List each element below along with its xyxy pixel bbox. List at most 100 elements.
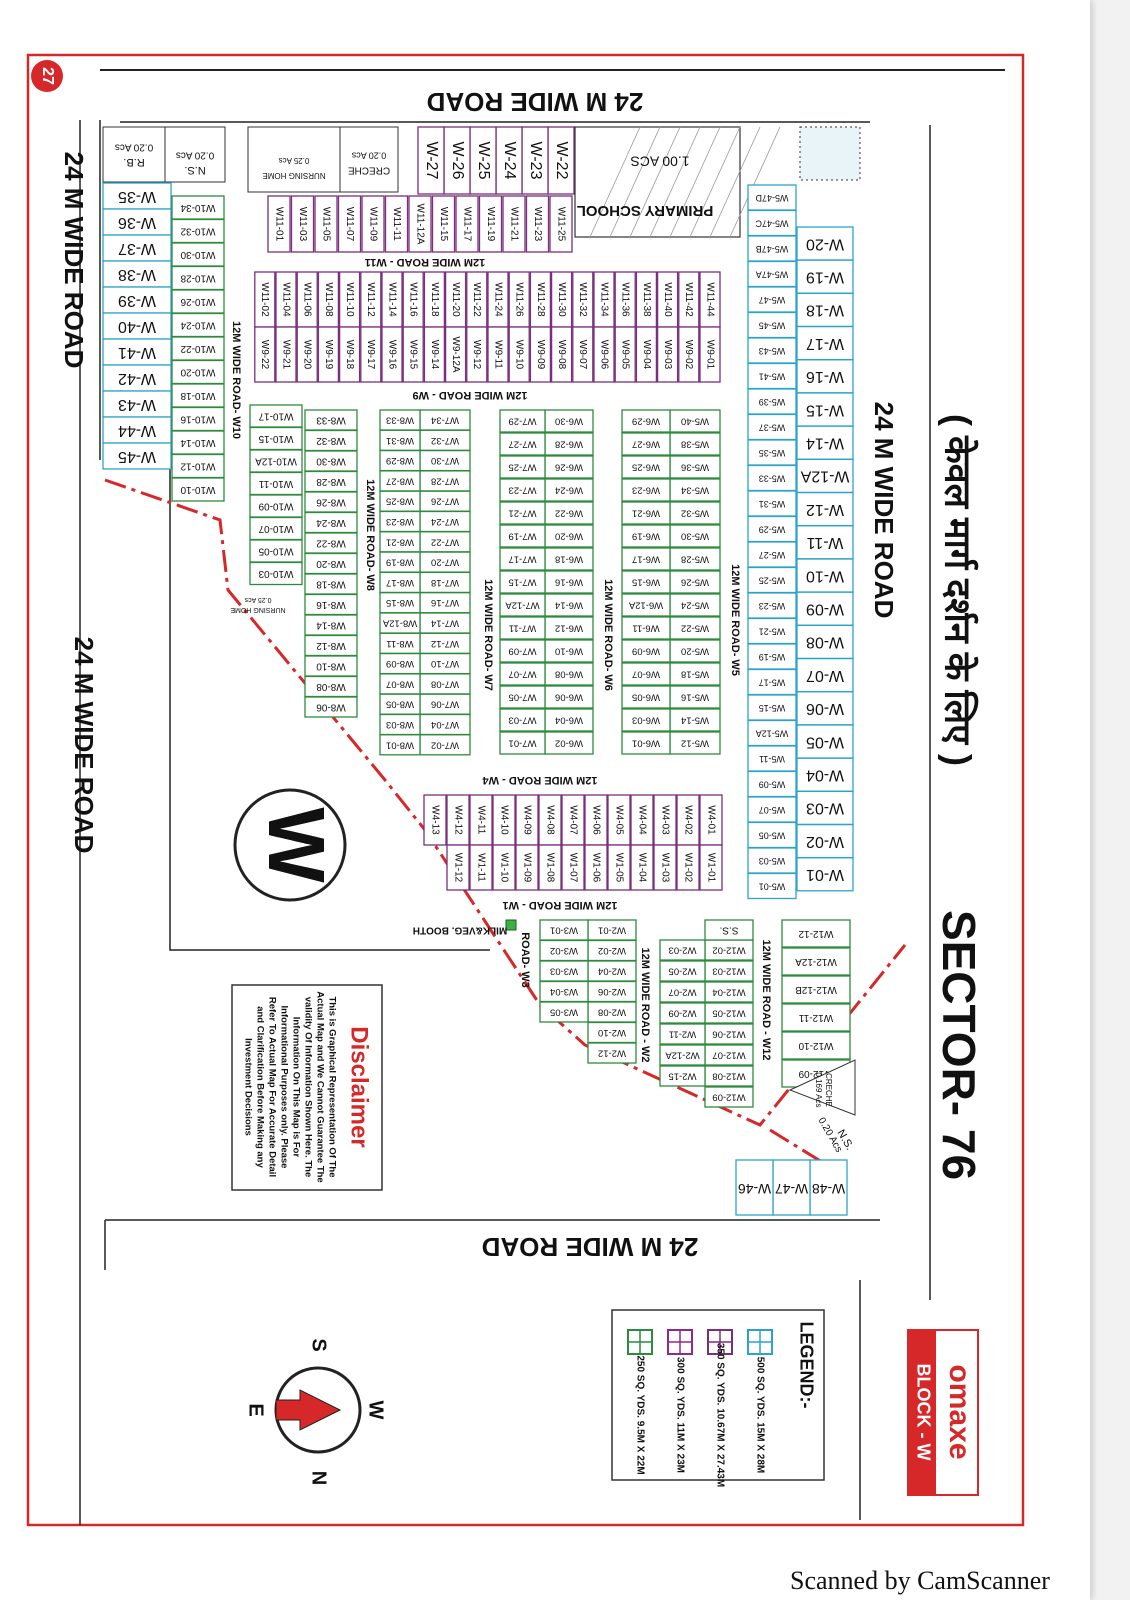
- plot-w10-15: W10-15: [258, 433, 293, 444]
- rb-area: 0.20 Acs: [115, 141, 153, 152]
- plot-w6-05-box: [621, 685, 671, 709]
- plot-w-09-box: [796, 591, 854, 626]
- plot-w6-22: W6-22: [555, 507, 583, 518]
- plot-w7-03-box: [499, 708, 546, 732]
- plot-w5-22: W5-22: [681, 622, 709, 633]
- plot-w7-20: W7-20: [431, 557, 459, 568]
- plot-w6-17: W6-17: [632, 553, 660, 564]
- hatch-line: [609, 126, 661, 238]
- plot-w1-07: W1-07: [567, 853, 578, 883]
- plot-w11-17: W11-17: [461, 207, 472, 242]
- legend-swatch-2: [707, 1329, 733, 1355]
- plot-w11-12a: W11-12A: [414, 204, 425, 245]
- plot-w-14: W-14: [806, 434, 844, 451]
- hatch-line: [589, 126, 641, 238]
- plot-w5-35-box: [747, 439, 797, 466]
- rb-label: R.B.: [123, 156, 144, 168]
- primary-school-box: [574, 126, 741, 238]
- plot-w8-24: W8-24: [316, 517, 346, 528]
- plot-w-27-box: [417, 126, 445, 195]
- creche-bottom-label: CRECHE: [824, 1073, 833, 1107]
- plot-w4-03: W4-03: [659, 805, 670, 835]
- plot-w1-12-box: [446, 844, 470, 891]
- plot-w5-45: W5-45: [759, 321, 786, 331]
- plot-w7-01: W7-01: [509, 737, 537, 748]
- plot-w11-20: W11-20: [450, 282, 461, 317]
- plot-w7-05: W7-05: [509, 691, 537, 702]
- plot-w5-39-box: [747, 388, 797, 415]
- plot-w5-21-box: [747, 617, 797, 645]
- plot-w7-12a-box: [499, 593, 546, 617]
- plot-w-07-box: [796, 657, 854, 693]
- road-w9: 12M WIDE ROAD - W9: [413, 389, 528, 401]
- plot-w-12: W-12: [806, 501, 844, 518]
- plot-w5-38: W5-38: [681, 438, 709, 449]
- plot-w4-13: W4-13: [429, 805, 440, 835]
- plot-w10-34: W10-34: [180, 202, 215, 213]
- plot-w10-14: W10-14: [180, 437, 215, 448]
- road-label-right: 24 M WIDE ROAD: [869, 402, 899, 619]
- plot-w2-12-box: [587, 1042, 637, 1064]
- plot-w-12a-box: [796, 458, 854, 494]
- plot-w1-11-box: [469, 844, 493, 891]
- plot-w11-06: W11-06: [302, 282, 313, 317]
- plot-w8-31: W8-31: [386, 435, 414, 446]
- plot-w8-22: W8-22: [316, 537, 346, 548]
- plot-w8-27: W8-27: [386, 475, 414, 486]
- plot-w5-15-box: [747, 694, 797, 721]
- plot-w9-16: W9-16: [386, 340, 397, 370]
- plot-w11-11: W11-11: [391, 207, 402, 241]
- plot-w9-20-box: [296, 326, 318, 383]
- plot-w12-02: W12-02: [712, 944, 745, 955]
- plot-w9-19: W9-19: [323, 340, 334, 370]
- plot-w7-22: W7-22: [431, 536, 459, 547]
- plot-w11-23-box: [525, 195, 550, 253]
- plot-w8-20: W8-20: [316, 558, 346, 569]
- plot-w10-11: W10-11: [258, 478, 293, 489]
- plot-w7-15-box: [499, 570, 546, 594]
- plot-w-35-box: [102, 182, 172, 210]
- plot-w12-12-box: [781, 919, 851, 948]
- plot-w-18: W-18: [806, 302, 844, 319]
- plot-w1-09-box: [515, 844, 539, 891]
- hatch-line: [729, 126, 781, 238]
- plot-w12-07: W12-07: [712, 1049, 745, 1060]
- plot-w8-23: W8-23: [386, 516, 414, 527]
- plot-w12-03: W12-03: [712, 965, 745, 976]
- plot-w-10: W-10: [806, 567, 844, 584]
- plot-w5-15: W5-15: [759, 703, 786, 713]
- plot-w9-11-box: [487, 326, 509, 383]
- dotted-open-area: [799, 126, 861, 181]
- plot-w5-41: W5-41: [759, 372, 786, 382]
- plot-w5-35: W5-35: [759, 448, 786, 458]
- plot-w5-03: W5-03: [759, 856, 786, 866]
- plot-w1-05-box: [607, 844, 631, 891]
- plot-w9-07: W9-07: [577, 340, 588, 370]
- road-w2: 12M WIDE ROAD - W2: [639, 948, 651, 1063]
- plot-w4-09: W4-09: [521, 805, 532, 835]
- plot-w5-21: W5-21: [759, 627, 786, 637]
- plot-w4-06: W4-06: [590, 805, 601, 835]
- plot-w6-01: W6-01: [632, 737, 660, 748]
- plot-w6-07: W6-07: [632, 668, 660, 679]
- plot-w11-02: W11-02: [259, 282, 270, 317]
- plot-w9-14-box: [423, 326, 446, 383]
- creche-bottom-area: 0.169 Acs: [814, 1072, 823, 1107]
- plot-w7-02: W7-02: [431, 739, 459, 750]
- plot-w2-11: W2-11: [669, 1028, 696, 1039]
- disclaimer-line: This is Graphical Representation Of The: [326, 996, 337, 1177]
- compass-w: W: [365, 1401, 387, 1420]
- road-label-top: 24 M WIDE ROAD: [427, 87, 644, 117]
- plot-w12-09-box: [704, 1086, 754, 1108]
- plot-w11-14: W11-14: [386, 282, 397, 317]
- plot-w11-40: W11-40: [662, 282, 673, 317]
- nursing-home-top-box: [247, 126, 341, 193]
- plot-w6-12a-box: [621, 593, 671, 617]
- plot-w11-42: W11-42: [683, 282, 694, 317]
- plot-w12-05: W12-05: [712, 1007, 745, 1018]
- plot-w5-47a-box: [747, 260, 797, 288]
- plot-w6-24: W6-24: [555, 484, 583, 495]
- plot-w5-47: W5-47: [759, 295, 786, 305]
- plot-w10-24: W10-24: [180, 319, 215, 330]
- plot-w2-12a: W2-12A: [665, 1049, 700, 1060]
